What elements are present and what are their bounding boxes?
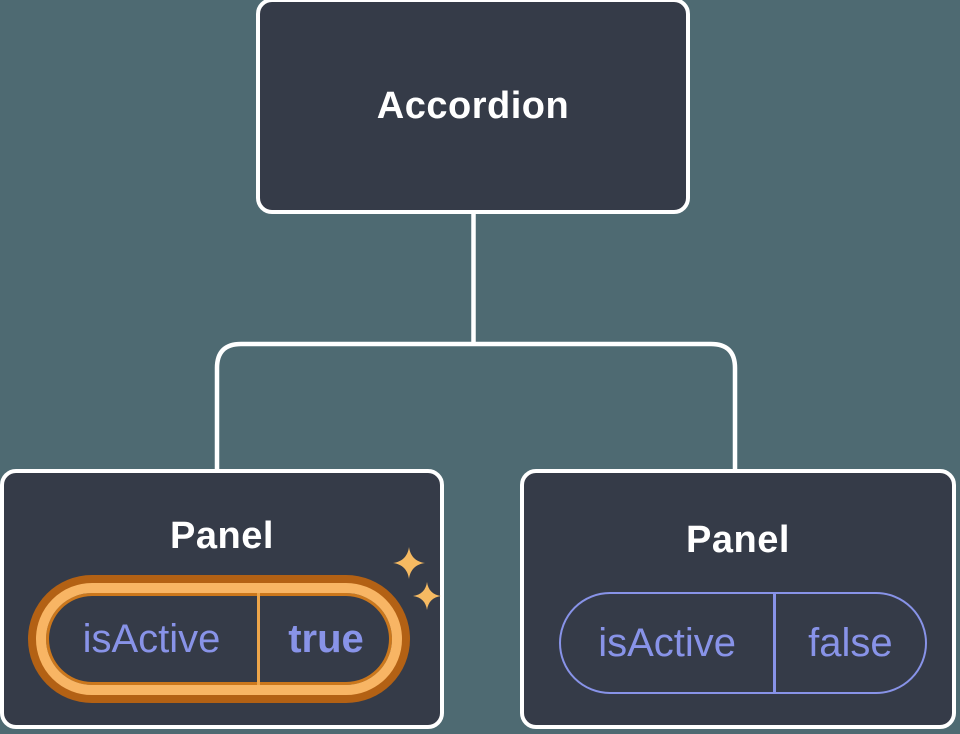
- state-key: isActive: [598, 620, 736, 665]
- node-panel-active: Panel isActive true: [0, 469, 444, 729]
- node-accordion: Accordion: [256, 0, 690, 214]
- node-accordion-label: Accordion: [376, 84, 570, 127]
- state-value: false: [808, 620, 893, 665]
- sparkle-icon-small: [413, 582, 441, 610]
- node-panel-active-label: Panel: [170, 515, 274, 557]
- state-pill-active: isActive true: [36, 583, 402, 695]
- state-pill-divider: [773, 594, 776, 692]
- state-value: true: [288, 616, 364, 661]
- sparkle-icon-large: [393, 547, 425, 579]
- node-panel-inactive-label: Panel: [686, 519, 790, 561]
- state-pill-divider: [257, 593, 261, 685]
- state-pill-inactive: isActive false: [559, 592, 927, 694]
- node-panel-inactive: Panel isActive false: [520, 469, 956, 729]
- state-key: isActive: [82, 616, 221, 661]
- connector-branch: [214, 341, 738, 471]
